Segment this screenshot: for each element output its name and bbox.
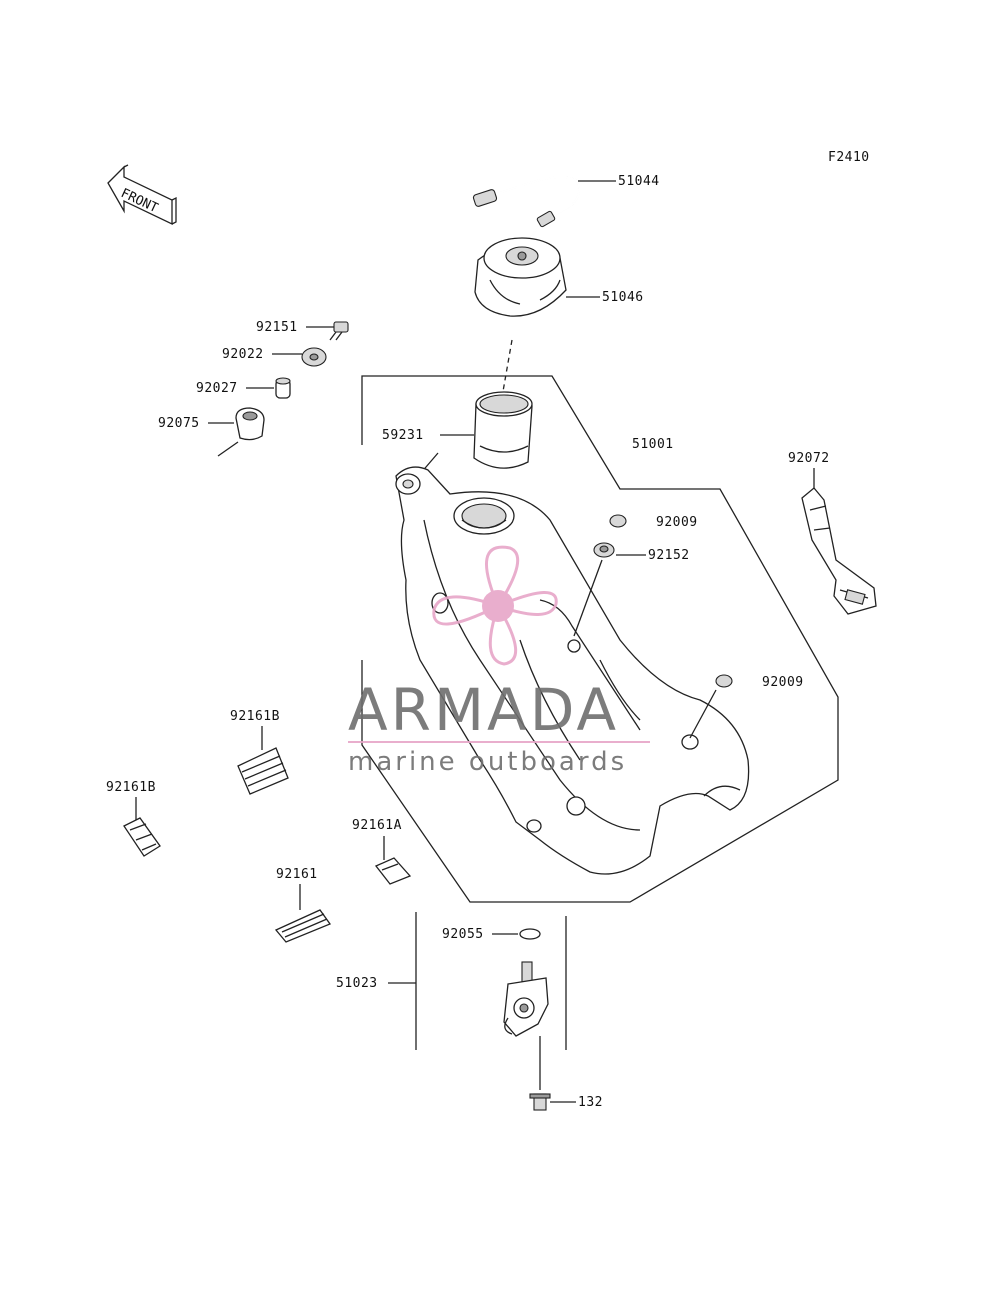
label-92022: 92022 [222,347,264,362]
leader-92152-to-tank [573,559,603,637]
label-92009-lower: 92009 [762,675,804,690]
armada-watermark: ARMADA marine outboards [348,545,650,777]
label-92161B-upper: 92161B [230,709,280,724]
breather-hose-51044 [472,176,581,246]
bolt-92151 [329,321,349,341]
label-92009-upper: 92009 [656,515,698,530]
cap-92009-lower [715,674,733,688]
label-92055: 92055 [442,927,484,942]
strap-92072 [801,487,877,615]
damper-92075 [235,407,265,441]
pad-92161B-lower [123,817,161,857]
label-92151: 92151 [256,320,298,335]
fuel-cock-51023 [503,961,549,1037]
label-92161B-lower: 92161B [106,780,156,795]
watermark-title: ARMADA [348,676,619,744]
pad-92161 [274,909,332,943]
label-92152: 92152 [648,548,690,563]
label-51046: 51046 [602,290,644,305]
filler-neck-59231 [473,391,533,469]
grommet-92152 [593,542,615,558]
cap-92009-upper [609,514,627,528]
pad-92161A [374,857,412,885]
leader-92075-dash [217,441,239,457]
pad-92161B-upper [237,747,289,795]
fuel-cap-51046 [474,237,567,317]
washer-92022 [301,347,327,367]
tank-assembly-bracket [361,375,839,903]
propeller-logo-icon [432,545,558,666]
watermark-subtitle: marine outboards [348,747,627,777]
label-92161A: 92161A [352,818,402,833]
label-92027: 92027 [196,381,238,396]
label-92075: 92075 [158,416,200,431]
fuel-tank [395,466,750,875]
screw-132 [529,1093,551,1111]
label-132: 132 [578,1095,603,1110]
label-51044: 51044 [618,174,660,189]
label-59231: 59231 [382,428,424,443]
label-92072: 92072 [788,451,830,466]
front-direction-arrow-icon: FRONT [107,164,177,226]
label-92161: 92161 [276,867,318,882]
label-51001: 51001 [632,437,674,452]
figure-code: F2410 [828,150,870,165]
label-51023: 51023 [336,976,378,991]
o-ring-92055 [519,928,541,940]
collar-92027 [275,377,291,399]
leader-92009-to-tank [689,689,717,739]
